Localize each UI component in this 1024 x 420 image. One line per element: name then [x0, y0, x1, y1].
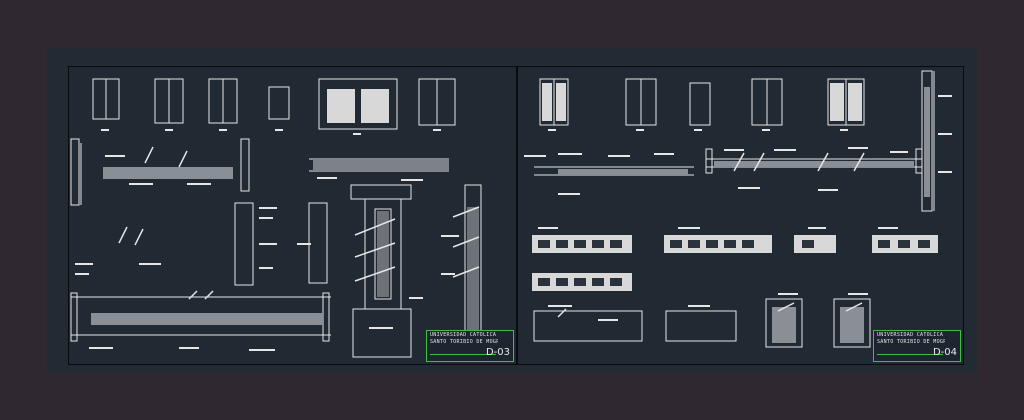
sheet-code: D-04 [932, 347, 957, 358]
title-block-institution: UNIVERSIDAD CATÓLICA [877, 332, 944, 338]
cad-model-space[interactable]: UNIVERSIDAD CATÓLICA SANTO TORIBIO DE MO… [47, 47, 977, 373]
detail-linework-d03 [70, 78, 482, 358]
title-block-d04: UNIVERSIDAD CATÓLICA SANTO TORIBIO DE MO… [873, 330, 961, 362]
title-block-subtitle: SANTO TORIBIO DE MOGROVEJO [877, 339, 945, 345]
title-block-d03: UNIVERSIDAD CATÓLICA SANTO TORIBIO DE MO… [426, 330, 514, 362]
drawing-sheet-d04[interactable]: UNIVERSIDAD CATÓLICA SANTO TORIBIO DE MO… [517, 66, 964, 365]
sheet-code: D-03 [485, 347, 510, 358]
drawing-sheet-d03[interactable]: UNIVERSIDAD CATÓLICA SANTO TORIBIO DE MO… [68, 66, 517, 365]
title-block-strip [430, 354, 496, 358]
title-block-strip [877, 354, 943, 358]
title-block-institution: UNIVERSIDAD CATÓLICA [430, 332, 497, 338]
detail-linework-d04 [524, 70, 952, 348]
title-block-subtitle: SANTO TORIBIO DE MOGROVEJO [430, 339, 498, 345]
